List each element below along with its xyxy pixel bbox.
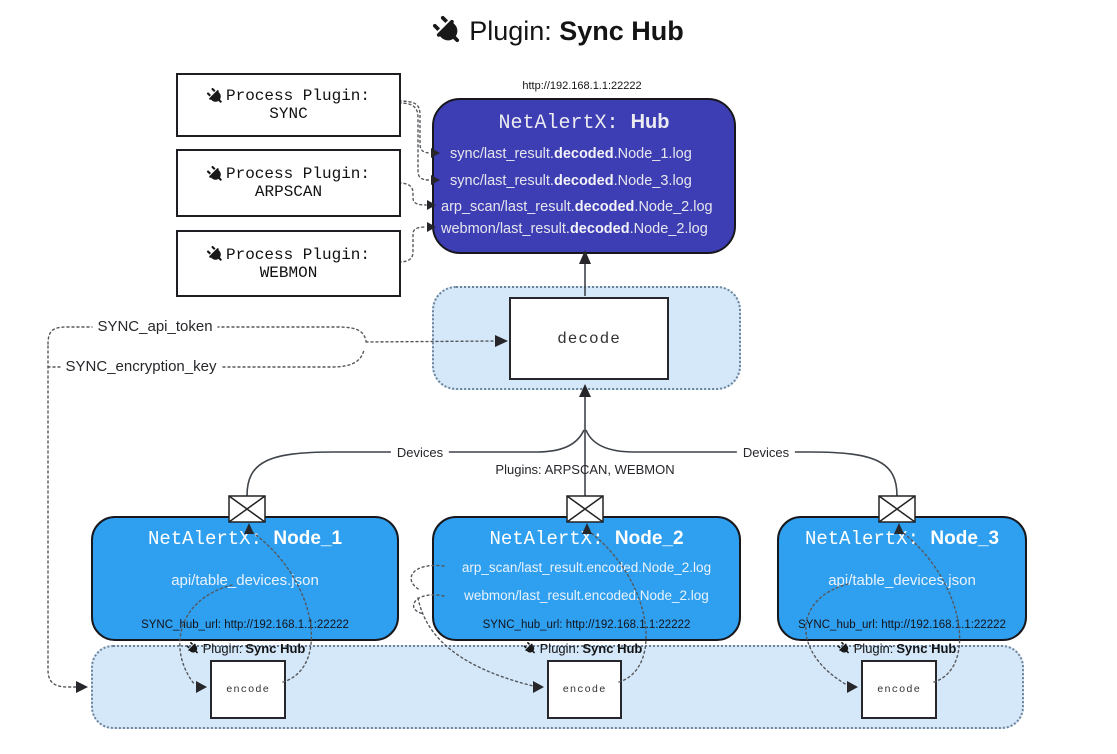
node-title: NetAlertX: Node_3 [804, 528, 1000, 550]
process-plugin-box-arpscan: Process Plugin: ARPSCAN [176, 149, 401, 217]
process-plugin-box-webmon: Process Plugin: WEBMON [176, 230, 401, 297]
hub-title-prefix: NetAlertX: [498, 112, 631, 135]
devices-edge-label-right: Devices [736, 445, 796, 460]
plug-icon [207, 166, 224, 183]
hub-url-label: http://192.168.1.1:22222 [522, 80, 642, 92]
hub-box: NetAlertX: Hub sync/last_result.decoded.… [432, 98, 736, 254]
node-file: arp_scan/last_result.encoded.Node_2.log [461, 560, 712, 575]
hub-log-line: sync/last_result.decoded.Node_1.log [450, 146, 692, 162]
sync-api-token-label: SYNC_api_token [92, 318, 218, 335]
encode-box-1: encode [210, 660, 286, 719]
plugins-edge-label: Plugins: ARPSCAN, WEBMON [495, 462, 675, 477]
node-file: api/table_devices.json [828, 572, 976, 589]
plug-icon [187, 642, 200, 655]
node-box-2: NetAlertX: Node_2 arp_scan/last_result.e… [432, 516, 741, 641]
hub-log-line: webmon/last_result.decoded.Node_2.log [441, 221, 708, 237]
decode-box: decode [509, 297, 669, 380]
process-plugin-name: WEBMON [259, 263, 318, 282]
sync-encryption-key-label: SYNC_encryption_key [60, 358, 222, 375]
hub-title: NetAlertX: Hub [434, 111, 734, 135]
hub-title-name: Hub [630, 111, 670, 133]
hub-log-line: arp_scan/last_result.decoded.Node_2.log [441, 199, 713, 215]
plug-icon [207, 246, 224, 263]
plugin-sync-hub-label: Plugin: Sync Hub [187, 641, 305, 656]
hub-log-line: sync/last_result.decoded.Node_3.log [450, 173, 692, 189]
node-title: NetAlertX: Node_2 [489, 528, 684, 550]
plug-icon [524, 642, 537, 655]
node-hub-url: SYNC_hub_url: http://192.168.1.1:22222 [141, 619, 349, 631]
plugin-sync-hub-label: Plugin: Sync Hub [838, 641, 956, 656]
node-box-3: NetAlertX: Node_3 api/table_devices.json… [777, 516, 1027, 641]
plugin-sync-hub-label: Plugin: Sync Hub [524, 641, 642, 656]
node-box-1: NetAlertX: Node_1 api/table_devices.json… [91, 516, 399, 641]
node-title: NetAlertX: Node_1 [147, 528, 343, 550]
page-title-plain: Plugin: [469, 16, 560, 46]
process-plugin-box-sync: Process Plugin: SYNC [176, 73, 401, 137]
page-title-bold: Sync Hub [559, 16, 684, 46]
plug-icon [207, 88, 224, 105]
plugin-to-hub-connectors [398, 100, 432, 263]
encode-box-3: encode [861, 660, 937, 719]
process-plugin-name: SYNC [269, 105, 308, 123]
node-hub-url: SYNC_hub_url: http://192.168.1.1:22222 [798, 619, 1006, 631]
node-file: api/table_devices.json [171, 572, 319, 589]
devices-edge-label-left: Devices [390, 445, 450, 460]
node-file: webmon/last_result.encoded.Node_2.log [464, 588, 709, 603]
page-title: Plugin: Sync Hub [0, 16, 1117, 53]
encode-box-2: encode [547, 660, 622, 719]
process-plugin-name: ARPSCAN [254, 183, 323, 201]
node-to-decode-curves [246, 396, 898, 497]
node-hub-url: SYNC_hub_url: http://192.168.1.1:22222 [482, 619, 691, 631]
plug-icon [838, 642, 851, 655]
plug-icon [433, 16, 463, 53]
